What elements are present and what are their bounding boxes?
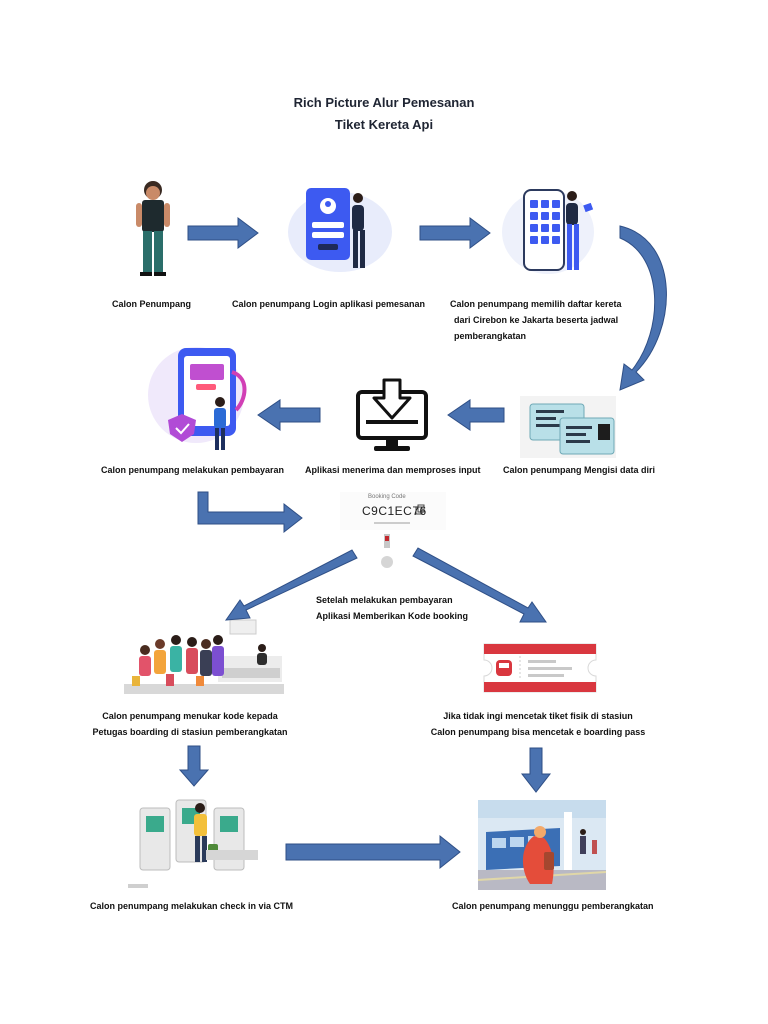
arrow-payment-to-booking [197, 491, 303, 534]
arrow-process-to-payment [257, 399, 321, 431]
caption-select-line-3: pemberangkatan [454, 331, 527, 341]
caption-select-line-2: dari Cirebon ke Jakarta beserta jadwal [454, 315, 619, 325]
check-in-ctm-illustration [128, 799, 258, 888]
arrow-login-to-select [419, 217, 491, 249]
arrow-eticket-to-wait [520, 747, 552, 793]
caption-process: Aplikasi menerima dan memproses input [305, 465, 481, 475]
arrow-exchange-to-checkin [178, 745, 210, 787]
arrow-passenger-to-login [187, 217, 259, 249]
title-line-1: Rich Picture Alur Pemesanan [293, 95, 475, 110]
caption-booking-line-1: Setelah melakukan pembayaran [316, 595, 453, 605]
caption-payment: Calon penumpang melakukan pembayaran [101, 465, 285, 475]
booking-code-card [340, 492, 446, 568]
passenger-illustration [136, 181, 170, 276]
booking-code-value: C9C1EC76 [362, 504, 427, 518]
caption-eboarding: Jika tidak ingi mencetak tiket fisik di … [420, 708, 656, 740]
arrow-checkin-to-wait [285, 834, 461, 870]
caption-booking: Setelah melakukan pembayaran Aplikasi Me… [316, 592, 468, 624]
caption-exchange: Calon penumpang menukar kode kepada Petu… [80, 708, 300, 740]
caption-wait: Calon penumpang menunggu pemberangkatan [452, 901, 654, 911]
caption-passenger: Calon Penumpang [112, 299, 192, 309]
caption-exchange-line-2: Petugas boarding di stasiun pemberangkat… [92, 727, 288, 737]
arrow-fill-data-to-process [447, 399, 505, 431]
booking-code-label: Booking Code [368, 494, 406, 500]
arrow-booking-to-exchange [224, 549, 358, 621]
arrow-select-to-fill-data [619, 225, 667, 391]
caption-eboarding-line-1: Jika tidak ingi mencetak tiket fisik di … [443, 711, 633, 721]
login-illustration [288, 188, 392, 272]
caption-eboarding-line-2: Calon penumpang bisa mencetak e boarding… [430, 727, 646, 737]
select-train-illustration [502, 189, 594, 274]
caption-select-line-1: Calon penumpang memilih daftar kereta [450, 299, 622, 309]
exchange-code-illustration [124, 619, 284, 694]
arrow-booking-to-eticket [412, 547, 547, 623]
id-card-illustration [520, 396, 616, 458]
payment-illustration [148, 347, 247, 450]
caption-login: Calon penumpang Login aplikasi pemesanan [232, 299, 426, 309]
caption-checkin: Calon penumpang melakukan check in via C… [90, 901, 294, 911]
e-ticket-illustration [483, 643, 597, 693]
caption-select-train: Calon penumpang memilih daftar kereta da… [450, 296, 622, 344]
process-monitor-icon [356, 378, 428, 451]
diagram-title: Rich Picture Alur Pemesanan Tiket Kereta… [234, 92, 534, 136]
title-line-2: Tiket Kereta Api [334, 117, 434, 132]
caption-booking-line-2: Aplikasi Memberikan Kode booking [316, 611, 469, 621]
caption-fill-data: Calon penumpang Mengisi data diri [503, 465, 656, 475]
waiting-station-illustration [477, 800, 607, 890]
caption-exchange-line-1: Calon penumpang menukar kode kepada [102, 711, 278, 721]
